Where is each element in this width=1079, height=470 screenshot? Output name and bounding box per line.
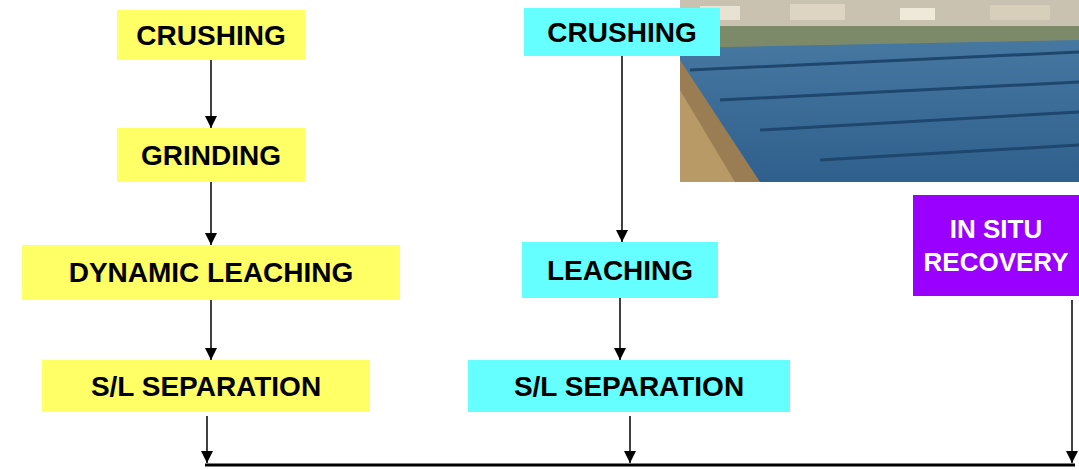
flow-arrow bbox=[619, 298, 621, 360]
flow-arrow bbox=[629, 416, 631, 463]
step-label: S/L SEPARATION bbox=[514, 369, 744, 404]
process-box: CRUSHING bbox=[117, 10, 305, 60]
photo-slope bbox=[680, 60, 760, 182]
photo-pond-dike bbox=[690, 52, 1079, 160]
flow-arrow bbox=[1071, 300, 1073, 463]
photo-ground bbox=[680, 0, 1079, 182]
step-label: GRINDING bbox=[141, 138, 281, 173]
flow-arrow bbox=[210, 182, 212, 245]
photo-building bbox=[790, 4, 845, 20]
flow-arrow bbox=[206, 416, 208, 463]
process-box: IN SITU RECOVERY bbox=[913, 195, 1079, 296]
step-label: LEACHING bbox=[547, 253, 693, 288]
flow-arrow bbox=[621, 56, 623, 242]
process-box: DYNAMIC LEACHING bbox=[22, 245, 400, 300]
step-label: IN SITU RECOVERY bbox=[921, 213, 1071, 278]
collector-line bbox=[205, 464, 1075, 467]
photo-berm bbox=[680, 26, 1079, 48]
photo-town bbox=[680, 0, 1079, 26]
flow-arrow bbox=[210, 60, 212, 128]
photo-building bbox=[990, 5, 1050, 20]
photo-building bbox=[900, 8, 935, 20]
step-label: DYNAMIC LEACHING bbox=[69, 255, 354, 290]
step-label: CRUSHING bbox=[547, 15, 696, 50]
process-box: S/L SEPARATION bbox=[42, 360, 370, 412]
process-box: LEACHING bbox=[522, 242, 718, 298]
process-box: S/L SEPARATION bbox=[468, 360, 790, 412]
step-label: S/L SEPARATION bbox=[91, 369, 321, 404]
photo-grass bbox=[680, 90, 735, 182]
heap-leach-photo bbox=[680, 0, 1079, 182]
process-box: CRUSHING bbox=[524, 8, 720, 56]
process-box: GRINDING bbox=[117, 128, 305, 182]
flow-arrow bbox=[210, 300, 212, 360]
step-label: CRUSHING bbox=[136, 18, 285, 53]
